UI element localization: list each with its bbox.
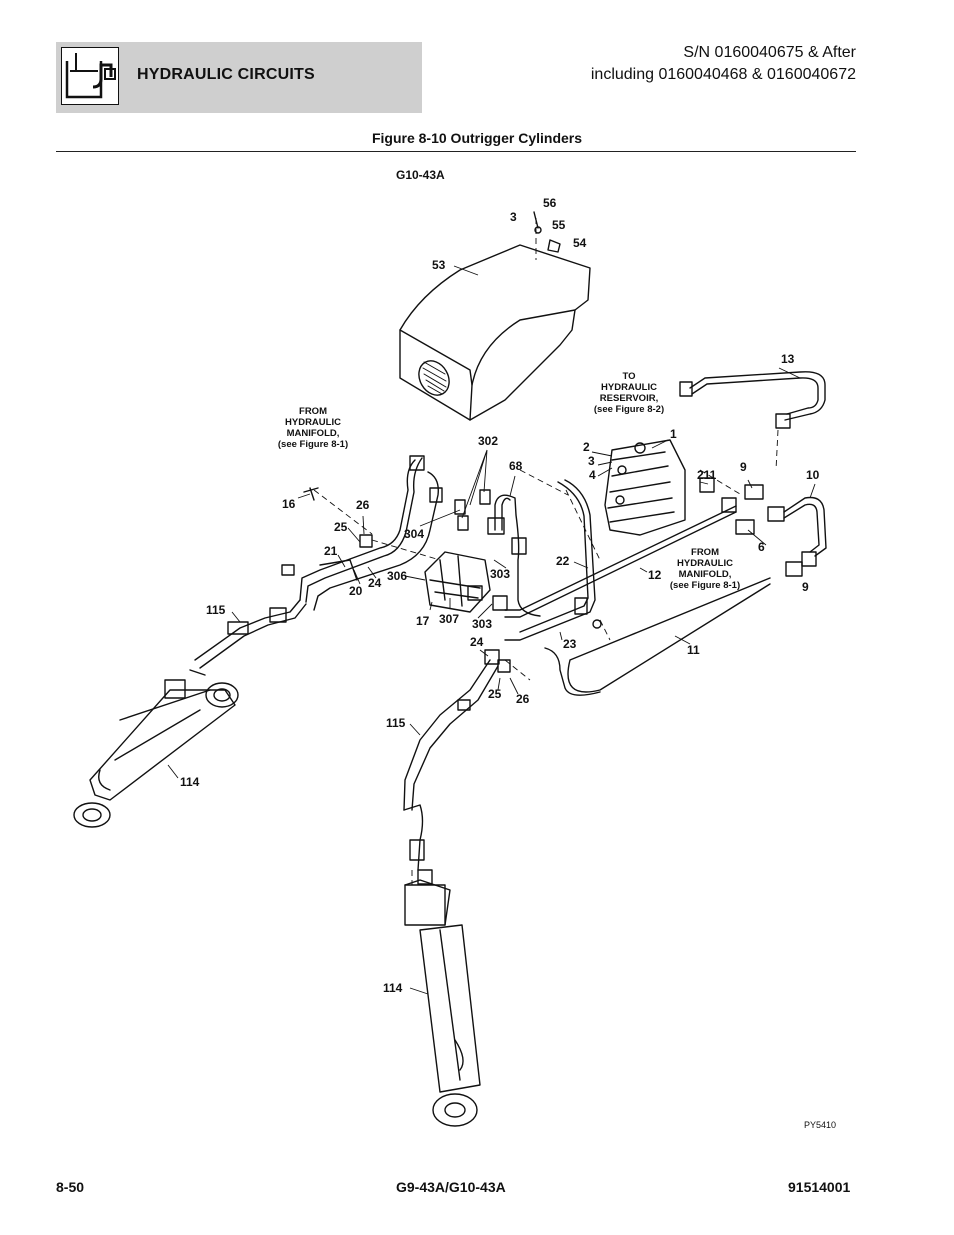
callout-302: 302 xyxy=(478,434,499,448)
image-code: PY5410 xyxy=(804,1120,837,1130)
hose-115-lower xyxy=(403,659,491,811)
callout-21: 21 xyxy=(324,544,338,558)
callout-26-lower: 26 xyxy=(516,692,530,706)
footer-part-number: 91514001 xyxy=(788,1179,851,1195)
callout-24-lower: 24 xyxy=(470,635,484,649)
callout-23: 23 xyxy=(563,637,577,651)
title-rule xyxy=(56,151,856,152)
callout-25-upper: 25 xyxy=(334,520,348,534)
callout-3-valve: 3 xyxy=(588,454,595,468)
callout-68: 68 xyxy=(509,459,523,473)
callout-11: 11 xyxy=(687,643,700,657)
hose-115-upper xyxy=(194,599,301,661)
cylinder-lower xyxy=(404,869,481,1127)
callout-54: 54 xyxy=(573,236,587,250)
engine-cover xyxy=(399,244,591,421)
section-title: HYDRAULIC CIRCUITS xyxy=(137,66,315,83)
callout-13: 13 xyxy=(781,352,795,366)
callout-303-lower: 303 xyxy=(472,617,493,631)
callout-25-lower: 25 xyxy=(488,687,502,701)
callout-10: 10 xyxy=(806,468,820,482)
callout-304: 304 xyxy=(404,527,425,541)
callout-55: 55 xyxy=(552,218,566,232)
tube-13 xyxy=(689,371,826,421)
cylinder-upper xyxy=(73,669,239,828)
serial-range: S/N 0160040675 & After including 0160040… xyxy=(591,42,856,86)
note-from-manifold-right: FROM HYDRAULIC MANIFOLD, (see Figure 8-1… xyxy=(669,547,741,591)
note-from-manifold-left: FROM HYDRAULIC MANIFOLD, (see Figure 8-1… xyxy=(277,406,349,450)
callout-16: 16 xyxy=(282,497,296,511)
callout-4: 4 xyxy=(589,468,596,482)
hydraulic-reservoir-icon xyxy=(61,47,119,105)
footer-model: G9-43A/G10-43A xyxy=(396,1179,506,1195)
callout-303-upper: 303 xyxy=(490,567,511,581)
callout-9-lower: 9 xyxy=(802,580,809,594)
callout-6: 6 xyxy=(758,540,765,554)
callout-115-lower: 115 xyxy=(386,716,406,730)
callout-307: 307 xyxy=(439,612,460,626)
callout-20: 20 xyxy=(349,584,363,598)
callout-2: 2 xyxy=(583,440,590,454)
callout-1: 1 xyxy=(670,427,677,441)
tube-22 xyxy=(504,479,596,641)
callout-211: 211 xyxy=(697,468,717,482)
tube-12 xyxy=(504,505,737,611)
directional-valve xyxy=(424,551,491,613)
tube-10 xyxy=(783,496,827,557)
callout-56: 56 xyxy=(543,196,557,210)
callout-306: 306 xyxy=(387,569,408,583)
note-to-reservoir: TO HYDRAULIC RESERVOIR, (see Figure 8-2) xyxy=(593,371,665,415)
callout-12: 12 xyxy=(648,568,662,582)
callout-22: 22 xyxy=(556,554,570,568)
serial-line-1: S/N 0160040675 & After xyxy=(683,44,856,61)
callout-53: 53 xyxy=(432,258,446,272)
callout-114-upper: 114 xyxy=(180,775,200,789)
callout-3: 3 xyxy=(510,210,517,224)
model-label: G10-43A xyxy=(396,168,445,182)
callout-115-upper: 115 xyxy=(206,603,226,617)
callout-26-upper: 26 xyxy=(356,498,370,512)
serial-line-2: including 0160040468 & 0160040672 xyxy=(590,66,856,83)
figure-title: Figure 8-10 Outrigger Cylinders xyxy=(371,130,583,146)
footer-page-number: 8-50 xyxy=(56,1179,85,1195)
callout-24-upper: 24 xyxy=(368,576,382,590)
callout-17: 17 xyxy=(416,614,430,628)
tube-11 xyxy=(567,577,771,693)
control-valve xyxy=(604,439,686,536)
callout-9-upper: 9 xyxy=(740,460,747,474)
callout-114-lower: 114 xyxy=(383,981,403,995)
